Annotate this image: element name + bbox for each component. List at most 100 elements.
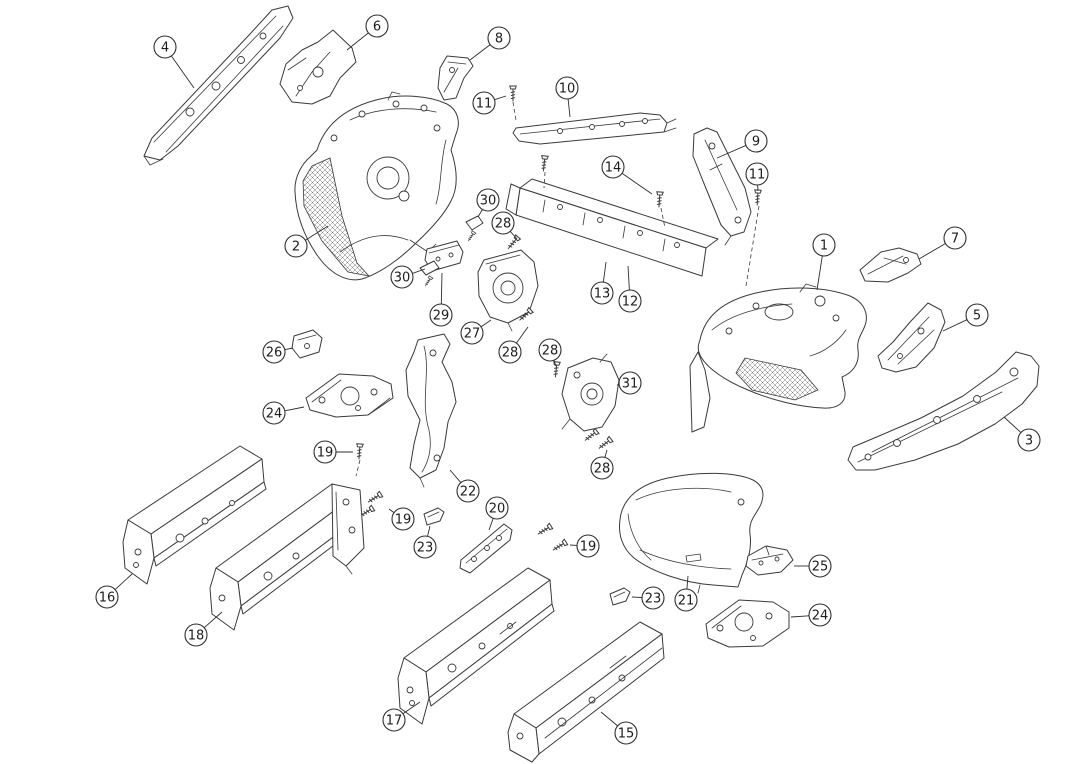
callout-number: 27 [464,327,481,342]
callout-number: 31 [622,377,639,392]
callout-leader-line [627,265,630,291]
callout-circle [485,496,509,520]
callout-leader-line [284,406,305,412]
part-18-shape [209,483,365,631]
callout-number: 7 [951,232,959,247]
callout-28: 28 [498,326,529,364]
callout-leader-line [412,268,426,274]
callout-28: 28 [491,211,518,240]
callout-13: 13 [590,261,614,305]
callout-number: 8 [495,32,503,47]
part-5-shape [877,302,946,373]
callout-circle [555,76,579,100]
callout-number: 19 [317,446,334,461]
callout-leader-line [686,575,689,590]
callout-number: 18 [188,629,205,644]
part-2-shape [294,91,459,281]
callout-number: 17 [386,714,403,729]
callout-circle [429,303,453,327]
part-30-clips [419,215,484,288]
callout-25: 25 [794,554,832,578]
callout-number: 28 [594,462,611,477]
callout-11: 11 [745,162,769,192]
callout-leader-line [567,98,571,118]
callout-leader-line [171,55,195,89]
callout-number: 14 [605,161,622,176]
part-8-shape [437,55,474,101]
callout-leader-line [509,231,518,240]
callout-circle [808,554,832,578]
callout-circle [590,281,614,305]
callout-24: 24 [262,401,305,425]
part-6-shape [279,29,357,105]
callout-17: 17 [382,701,421,732]
part-24-right-shape [705,599,790,648]
callout-leader-line [816,255,823,291]
callout-circle [460,321,484,345]
callout-3: 3 [1003,416,1041,452]
callout-circle [812,233,836,257]
part-26-shape [291,329,323,359]
part-23-clips [423,507,631,606]
callout-number: 28 [495,217,512,232]
part-11-bolts [509,85,762,287]
callout-8: 8 [469,26,511,61]
callout-circle [491,211,515,235]
part-1-shape [689,283,867,433]
part-14-bolts [539,155,666,229]
callout-number: 30 [394,271,411,286]
callout-27: 27 [460,319,492,345]
callout-circle [498,340,522,364]
callout-leader-line [284,347,294,351]
callout-21: 21 [674,575,698,612]
callout-number: 28 [502,346,519,361]
part-25-shape [745,545,794,576]
callout-leader-line [203,611,223,629]
part-15-shape [507,621,665,763]
callout-circle [614,721,638,745]
callout-circle [641,586,665,610]
callout-circle [590,456,614,480]
callout-leader-line [516,326,529,344]
callout-circle [284,234,308,258]
callout-number: 29 [433,309,450,324]
part-9-shape [692,127,752,246]
callout-circle [456,479,480,503]
callout-number: 13 [594,287,611,302]
part-3-shape [847,351,1040,471]
callout-23: 23 [631,586,665,610]
callout-number: 25 [812,560,829,575]
callout-leader-line [402,701,421,715]
callout-number: 3 [1025,434,1033,449]
callout-number: 10 [559,82,576,97]
callout-leader-line [427,525,431,537]
callout-leader-line [631,596,643,598]
callout-circle [576,534,600,558]
callout-leader-line [918,243,946,260]
callout-2: 2 [284,225,329,258]
callout-circle [382,708,406,732]
callout-leader-line [488,518,494,531]
callout-5: 5 [942,303,989,332]
callout-leader-line [621,172,653,195]
part-19-bolts [355,443,569,554]
callout-leader-line [305,225,329,241]
callout-circle [391,507,415,531]
callout-leader-line [790,615,810,618]
callout-circle [313,440,337,464]
callout-leader-line [604,449,608,458]
callout-30: 30 [390,265,426,289]
callout-number: 24 [812,609,829,624]
callout-leader-line [600,711,618,727]
callout-circle [744,129,768,153]
callout-18: 18 [184,611,223,647]
callout-16: 16 [95,573,133,609]
callout-number: 16 [99,591,116,606]
callout-number: 23 [645,592,662,607]
callout-leader-line [716,144,747,159]
callout-circle [487,26,511,50]
callout-22: 22 [449,469,480,503]
callout-12: 12 [618,265,642,313]
